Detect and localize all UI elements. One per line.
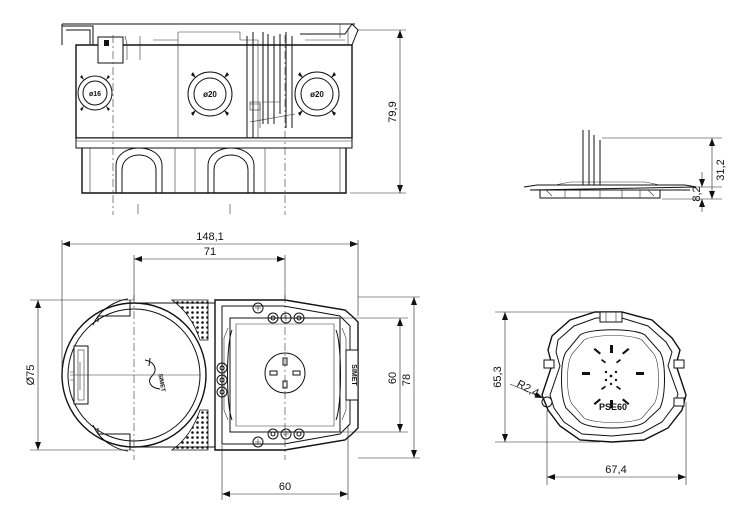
brand-mark-square: SIMET bbox=[350, 364, 357, 386]
dim-side-flange: 8,2 bbox=[691, 186, 703, 201]
dim-lid-radius: R2,4 bbox=[515, 378, 541, 400]
dim-side-height: 31,2 bbox=[715, 159, 727, 180]
lid-view: PSE60 65,3 R2,4 67,4 bbox=[492, 311, 687, 485]
screw-top bbox=[252, 302, 305, 324]
knockout-label-center: ø20 bbox=[203, 90, 217, 99]
dim-lid-height: 65,3 bbox=[492, 366, 504, 387]
front-view: ø16 ø20 ø20 79,9 bbox=[61, 23, 406, 215]
dim-square-outer: 78 bbox=[401, 374, 413, 386]
dim-top-height: 79,9 bbox=[387, 101, 399, 122]
screw-bottom bbox=[252, 428, 305, 448]
knockout-left: ø16 bbox=[77, 75, 113, 111]
plan-view: SIMET bbox=[25, 231, 420, 500]
dim-square-inner: 60 bbox=[387, 372, 399, 384]
dim-square-width: 60 bbox=[279, 481, 291, 493]
dim-round-diameter: Ø75 bbox=[25, 365, 37, 386]
brand-logo: SIMET bbox=[144, 357, 166, 393]
brand-mark-round: SIMET bbox=[156, 373, 165, 392]
side-view: 31,2 8,2 bbox=[523, 130, 727, 212]
lid-label: PSE60 bbox=[599, 402, 627, 412]
knockout-label-right: ø20 bbox=[310, 90, 324, 99]
knockout-label-left: ø16 bbox=[89, 91, 101, 98]
dim-center-distance: 71 bbox=[204, 246, 216, 258]
knockout-center: ø20 bbox=[187, 71, 233, 117]
knockout-right: ø20 bbox=[294, 71, 340, 117]
dim-lid-width: 67,4 bbox=[605, 464, 626, 476]
dim-overall-width: 148,1 bbox=[196, 231, 224, 243]
